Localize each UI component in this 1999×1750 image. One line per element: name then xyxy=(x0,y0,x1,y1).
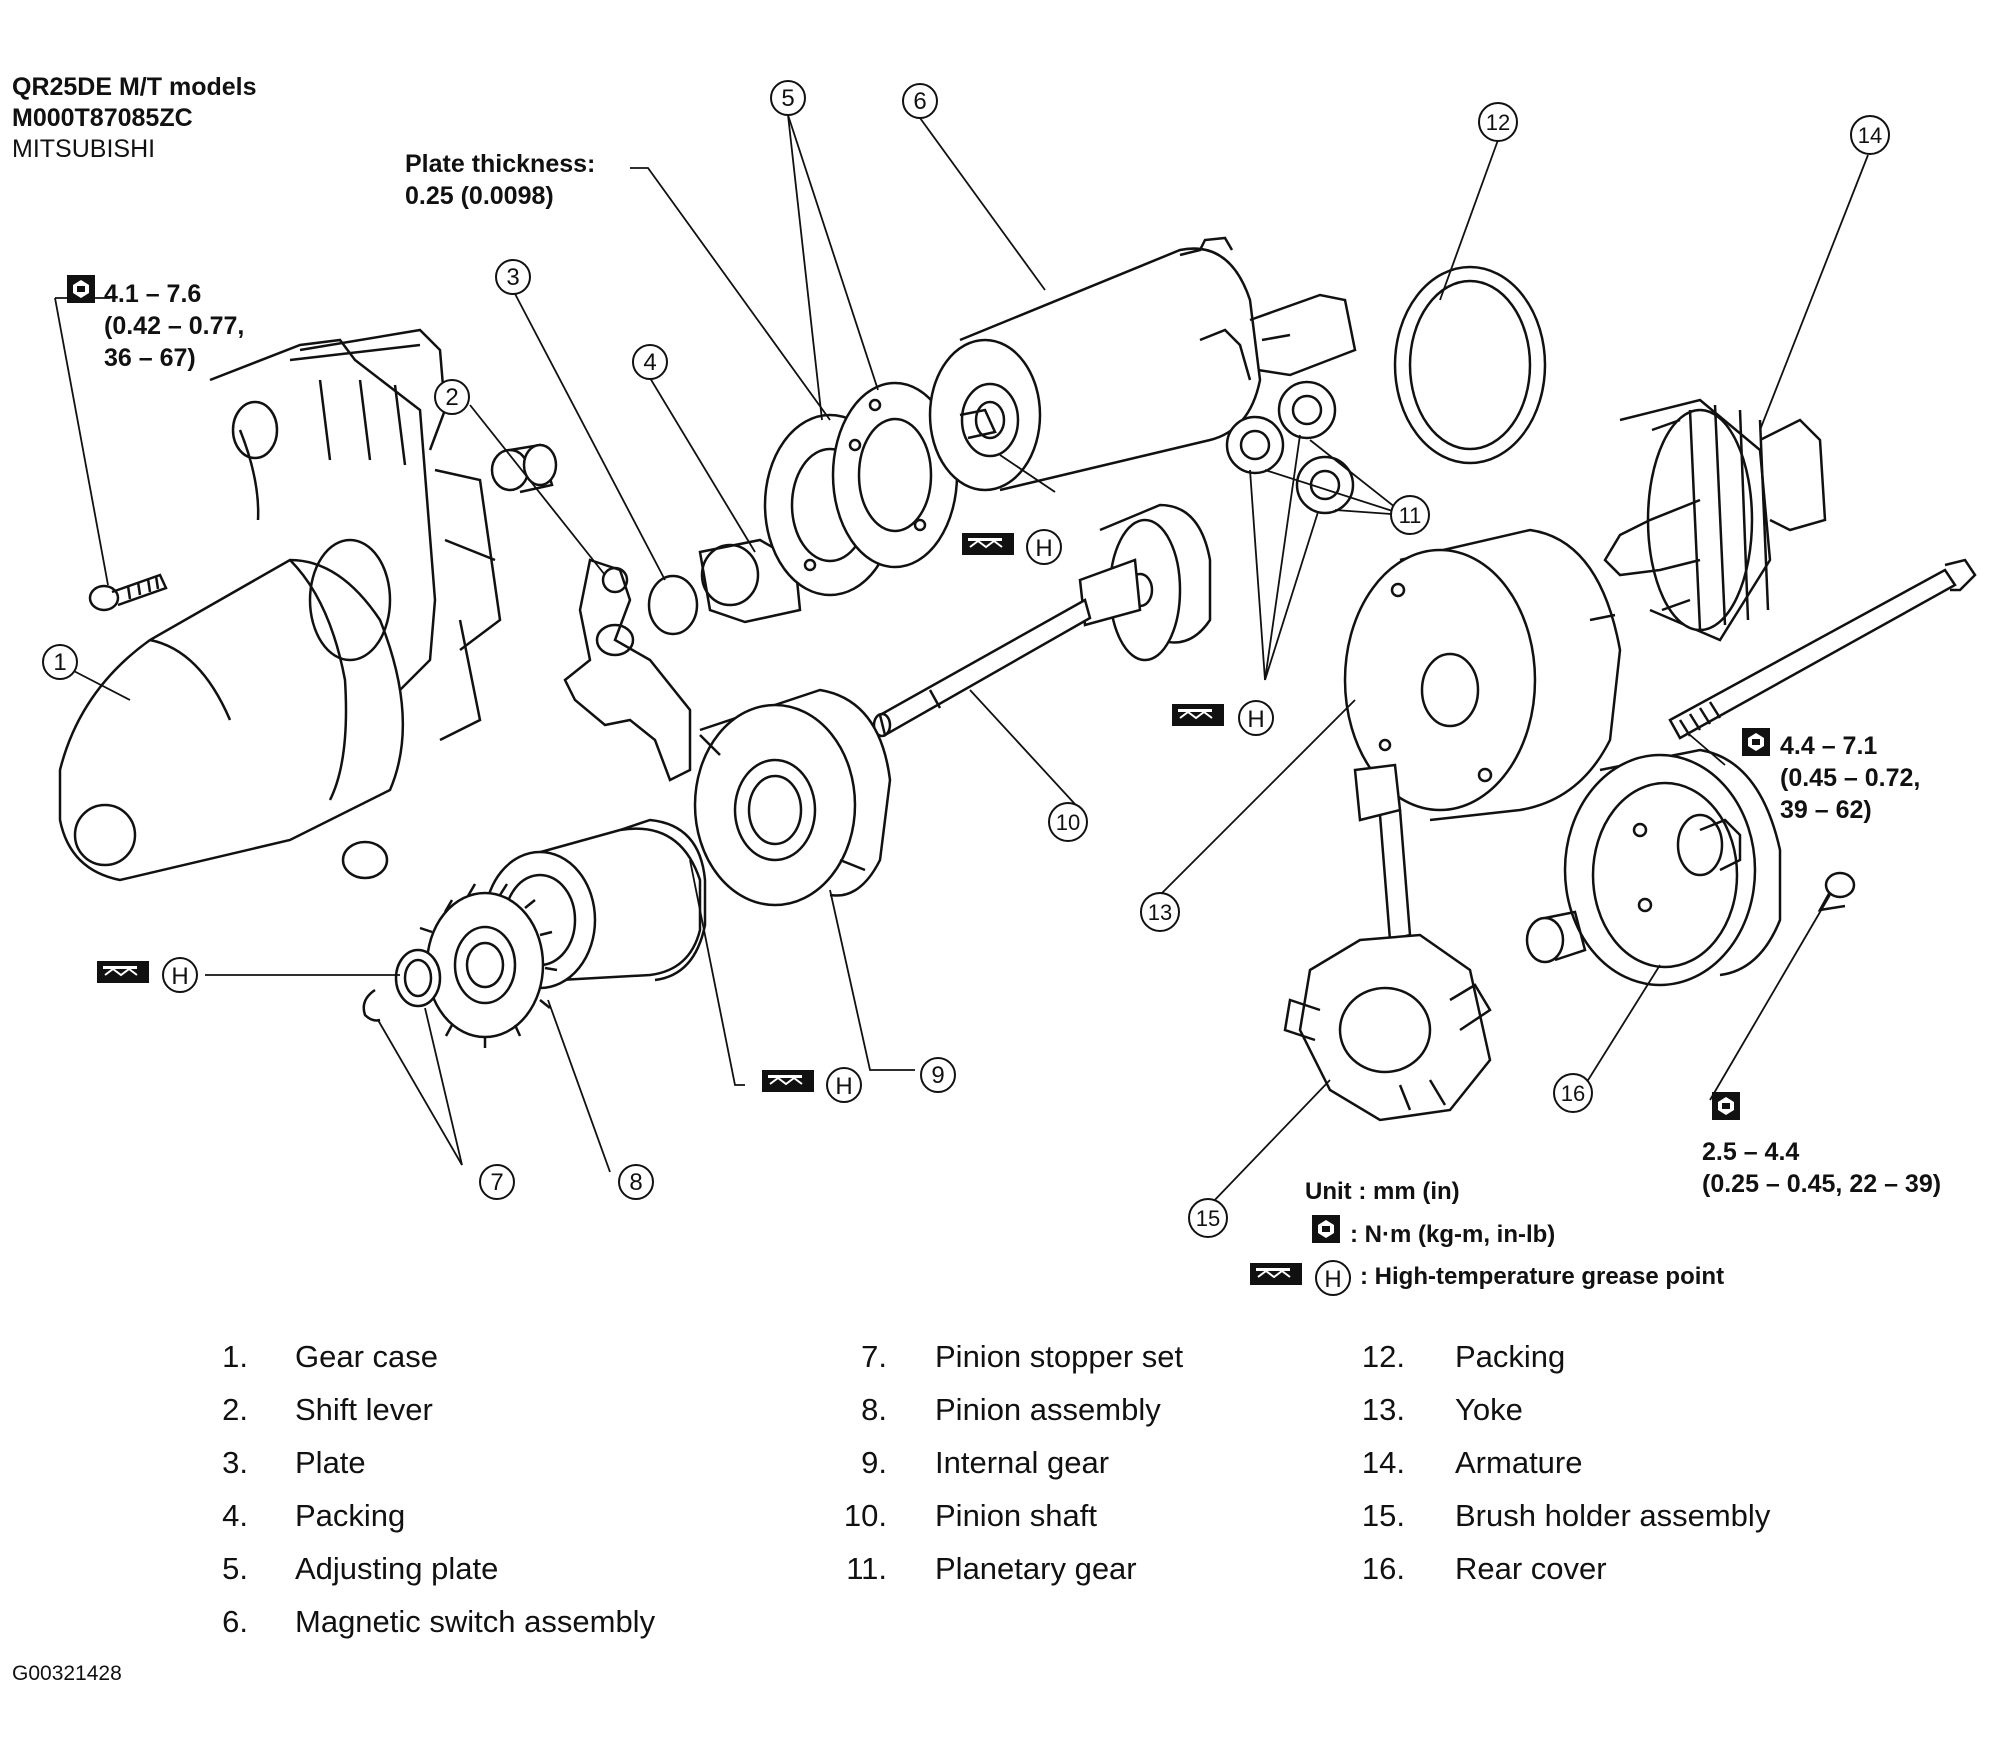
figure-id: G00321428 xyxy=(12,1662,122,1685)
through-bolt-part xyxy=(1668,558,1977,740)
legend-grease: : High-temperature grease point xyxy=(1360,1263,1725,1290)
shift-lever-part xyxy=(563,558,692,782)
callout-13: 13 xyxy=(1140,892,1180,932)
callout-markers: 1 2 3 4 5 6 7 8 9 10 11 12 13 14 15 16 xyxy=(42,80,1890,1238)
svg-text:15: 15 xyxy=(1196,1206,1220,1231)
pinion-assembly-part xyxy=(414,818,707,1048)
model-header: QR25DE M/T models M000T87085ZC MITSUBISH… xyxy=(12,72,257,165)
svg-text:7: 7 xyxy=(490,1169,503,1196)
svg-text:13: 13 xyxy=(1148,900,1172,925)
torque-icon xyxy=(1712,1092,1740,1120)
callout-8: 8 xyxy=(618,1164,654,1200)
torque-value-inlb: 39 – 62) xyxy=(1780,796,1872,824)
torque-value-kgm-inlb: (0.25 – 0.45, 22 – 39) xyxy=(1702,1170,1942,1198)
rear-cover-part xyxy=(1525,748,1856,987)
svg-text:6: 6 xyxy=(913,88,926,115)
torque-spec-bolt: 4.1 – 7.6 (0.42 – 0.77, 36 – 67) xyxy=(104,278,244,374)
planetary-gears-part xyxy=(1225,380,1355,515)
torque-icon xyxy=(1742,728,1770,756)
callout-14: 14 xyxy=(1850,115,1890,155)
internal-gear-part xyxy=(693,688,892,907)
callout-7: 7 xyxy=(479,1164,515,1200)
torque-icon xyxy=(1312,1215,1340,1243)
plate-thickness-note: Plate thickness: 0.25 (0.0098) xyxy=(405,148,595,212)
manufacturer: MITSUBISHI xyxy=(12,135,156,163)
part-code: M000T87085ZC xyxy=(12,104,193,132)
svg-text:H: H xyxy=(1324,1266,1341,1293)
packing-ring-part xyxy=(1393,265,1547,465)
plate-ring-part xyxy=(647,574,699,636)
svg-text:2: 2 xyxy=(445,384,458,411)
svg-text:9: 9 xyxy=(931,1062,944,1089)
grease-point-icon: H xyxy=(1249,1260,1351,1296)
parts-list: 1.Gear case 2.Shift lever 3.Plate 4.Pack… xyxy=(222,1339,1771,1639)
grease-point-icon: H xyxy=(961,529,1062,565)
brush-holder-part xyxy=(1283,763,1492,1122)
torque-spec-through-bolt: 4.4 – 7.1 (0.45 – 0.72, 39 – 62) xyxy=(1780,730,1920,826)
callout-6: 6 xyxy=(902,83,938,119)
svg-text:H: H xyxy=(835,1073,852,1100)
plate-thickness-value: 0.25 (0.0098) xyxy=(405,182,554,210)
pinion-shaft-part xyxy=(872,503,1212,738)
svg-text:H: H xyxy=(171,963,188,990)
callout-16: 16 xyxy=(1553,1073,1593,1113)
bushing-part xyxy=(490,443,558,494)
magnetic-switch-part xyxy=(928,236,1357,492)
callout-11: 11 xyxy=(1390,495,1430,535)
svg-text:12: 12 xyxy=(1486,110,1510,135)
bolt-part xyxy=(88,573,168,612)
adjusting-plates-part xyxy=(763,381,959,597)
packing-small-part xyxy=(698,538,802,624)
torque-value: 2.5 – 4.4 xyxy=(1702,1138,1800,1166)
svg-text:5: 5 xyxy=(781,85,794,112)
svg-text:16: 16 xyxy=(1561,1081,1585,1106)
svg-text:14: 14 xyxy=(1858,123,1882,148)
callout-5: 5 xyxy=(770,80,806,116)
torque-spec-rear-screw: 2.5 – 4.4 (0.25 – 0.45, 22 – 39) xyxy=(1702,1136,1941,1200)
torque-value-kgm: (0.45 – 0.72, xyxy=(1780,764,1921,792)
svg-text:H: H xyxy=(1035,535,1052,562)
svg-text:H: H xyxy=(1247,706,1264,733)
torque-icon xyxy=(67,275,95,303)
callout-1: 1 xyxy=(42,644,78,680)
svg-text:3: 3 xyxy=(506,264,519,291)
legend-torque: : N·m (kg-m, in-lb) xyxy=(1350,1221,1556,1248)
gear-case-part xyxy=(58,328,502,882)
svg-text:4: 4 xyxy=(643,349,656,376)
svg-text:10: 10 xyxy=(1056,810,1080,835)
grease-point-icon: H xyxy=(1171,700,1274,736)
callout-10: 10 xyxy=(1048,802,1088,842)
armature-part xyxy=(1603,398,1827,642)
svg-text:8: 8 xyxy=(629,1169,642,1196)
model-name: QR25DE M/T models xyxy=(12,73,257,101)
callout-4: 4 xyxy=(632,344,668,380)
callout-12: 12 xyxy=(1478,102,1518,142)
callout-2: 2 xyxy=(434,379,470,415)
svg-text:11: 11 xyxy=(1399,503,1422,528)
torque-value-kgm: (0.42 – 0.77, xyxy=(104,312,245,340)
grease-point-icon: H xyxy=(761,1067,862,1103)
grease-point-icon: H xyxy=(96,957,198,993)
leader-lines xyxy=(54,114,1869,1206)
torque-value: 4.4 – 7.1 xyxy=(1780,732,1878,760)
callout-9: 9 xyxy=(920,1057,956,1093)
svg-text:1: 1 xyxy=(53,649,66,676)
callout-15: 15 xyxy=(1188,1198,1228,1238)
pinion-stopper-part xyxy=(362,948,442,1022)
yoke-part xyxy=(1343,528,1622,822)
legend-unit: Unit : mm (in) xyxy=(1305,1178,1460,1205)
callout-3: 3 xyxy=(495,259,531,295)
torque-value: 4.1 – 7.6 xyxy=(104,280,202,308)
plate-thickness-label: Plate thickness: xyxy=(405,150,596,178)
torque-value-inlb: 36 – 67) xyxy=(104,344,196,372)
